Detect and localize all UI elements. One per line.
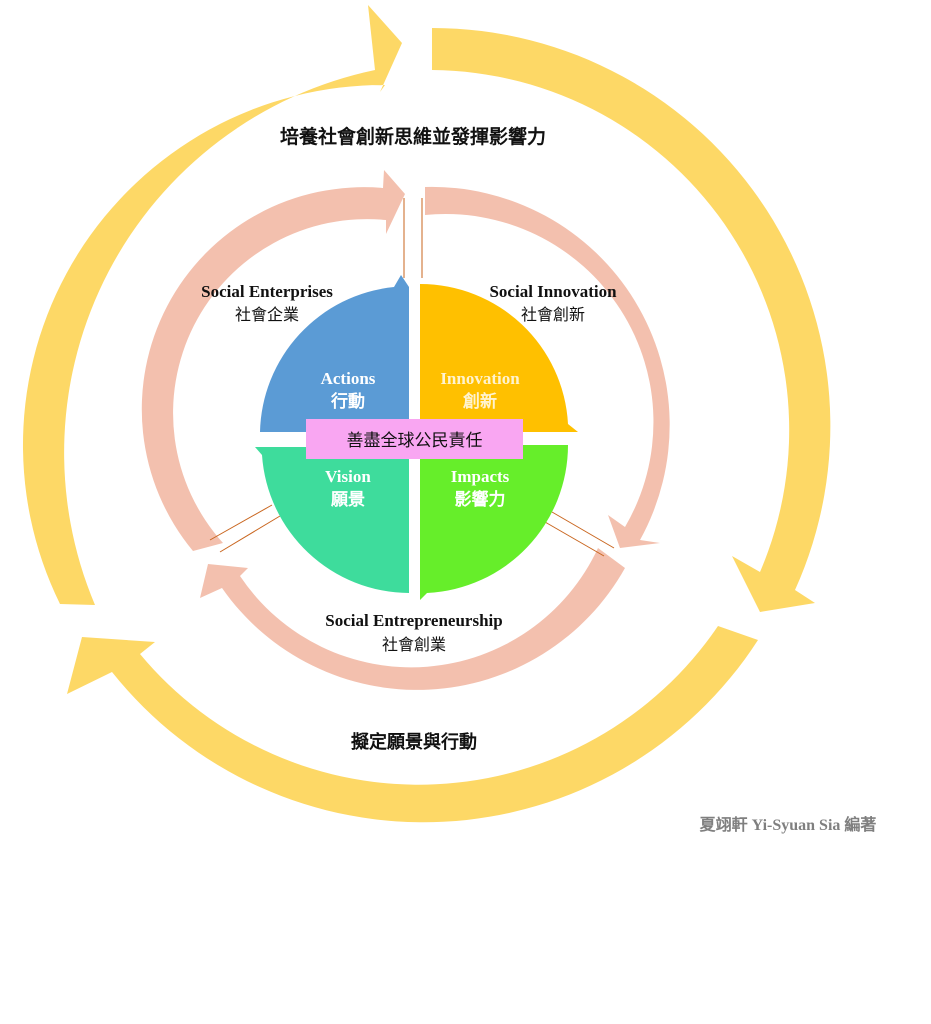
inner-arrow-bottom bbox=[200, 548, 625, 690]
quadrant-actions bbox=[260, 275, 409, 432]
label-social-enterprises-en: Social Enterprises bbox=[201, 282, 333, 301]
connector-line bbox=[209, 504, 273, 541]
connector-line bbox=[551, 511, 615, 549]
category-labels: Social Enterprises 社會企業 Social Innovatio… bbox=[201, 282, 617, 654]
label-social-enterprises-zh: 社會企業 bbox=[235, 306, 299, 324]
quadrant-actions-en: Actions bbox=[321, 369, 376, 388]
inner-cycle-arrows bbox=[141, 170, 670, 690]
outer-arrow-top-left bbox=[22, 5, 402, 605]
quadrant-impacts bbox=[420, 445, 569, 600]
connector-lines bbox=[209, 198, 615, 557]
quadrant-actions-zh: 行動 bbox=[330, 391, 365, 411]
quadrant-innovation-zh: 創新 bbox=[462, 391, 497, 411]
quadrant-vision bbox=[255, 447, 409, 593]
quadrant-vision-en: Vision bbox=[325, 467, 371, 486]
center-banner-text: 善盡全球公民責任 bbox=[347, 431, 483, 450]
outer-arrow-bottom bbox=[67, 626, 758, 823]
connector-line bbox=[219, 515, 281, 553]
outer-arrow-right bbox=[432, 27, 831, 613]
label-social-innovation-zh: 社會創新 bbox=[521, 306, 585, 324]
quadrant-impacts-en: Impacts bbox=[451, 467, 510, 486]
quadrants bbox=[255, 275, 578, 600]
outer-cycle-bottom-text: 擬定願景與行動 bbox=[351, 731, 477, 752]
center-banner-box bbox=[306, 419, 523, 459]
quadrant-impacts-zh: 影響力 bbox=[455, 489, 506, 509]
inner-arrow-right bbox=[425, 186, 670, 549]
outer-cycle-top-text: 培養社會創新思維並發揮影響力 bbox=[280, 125, 546, 148]
author-credit: 夏翊軒 Yi-Syuan Sia 編著 bbox=[699, 815, 877, 834]
label-social-innovation-en: Social Innovation bbox=[489, 282, 617, 301]
quadrant-innovation-en: Innovation bbox=[440, 369, 520, 388]
quadrant-labels: Actions 行動 Innovation 創新 Vision 願景 Impac… bbox=[321, 369, 521, 509]
inner-arrow-left bbox=[141, 170, 405, 551]
label-social-entrepreneurship-en: Social Entrepreneurship bbox=[325, 611, 502, 630]
outer-cycle-arrows bbox=[22, 5, 831, 823]
quadrant-vision-zh: 願景 bbox=[331, 490, 365, 509]
label-social-entrepreneurship-zh: 社會創業 bbox=[382, 636, 446, 654]
quadrant-innovation bbox=[420, 283, 578, 432]
connector-line bbox=[544, 521, 605, 557]
